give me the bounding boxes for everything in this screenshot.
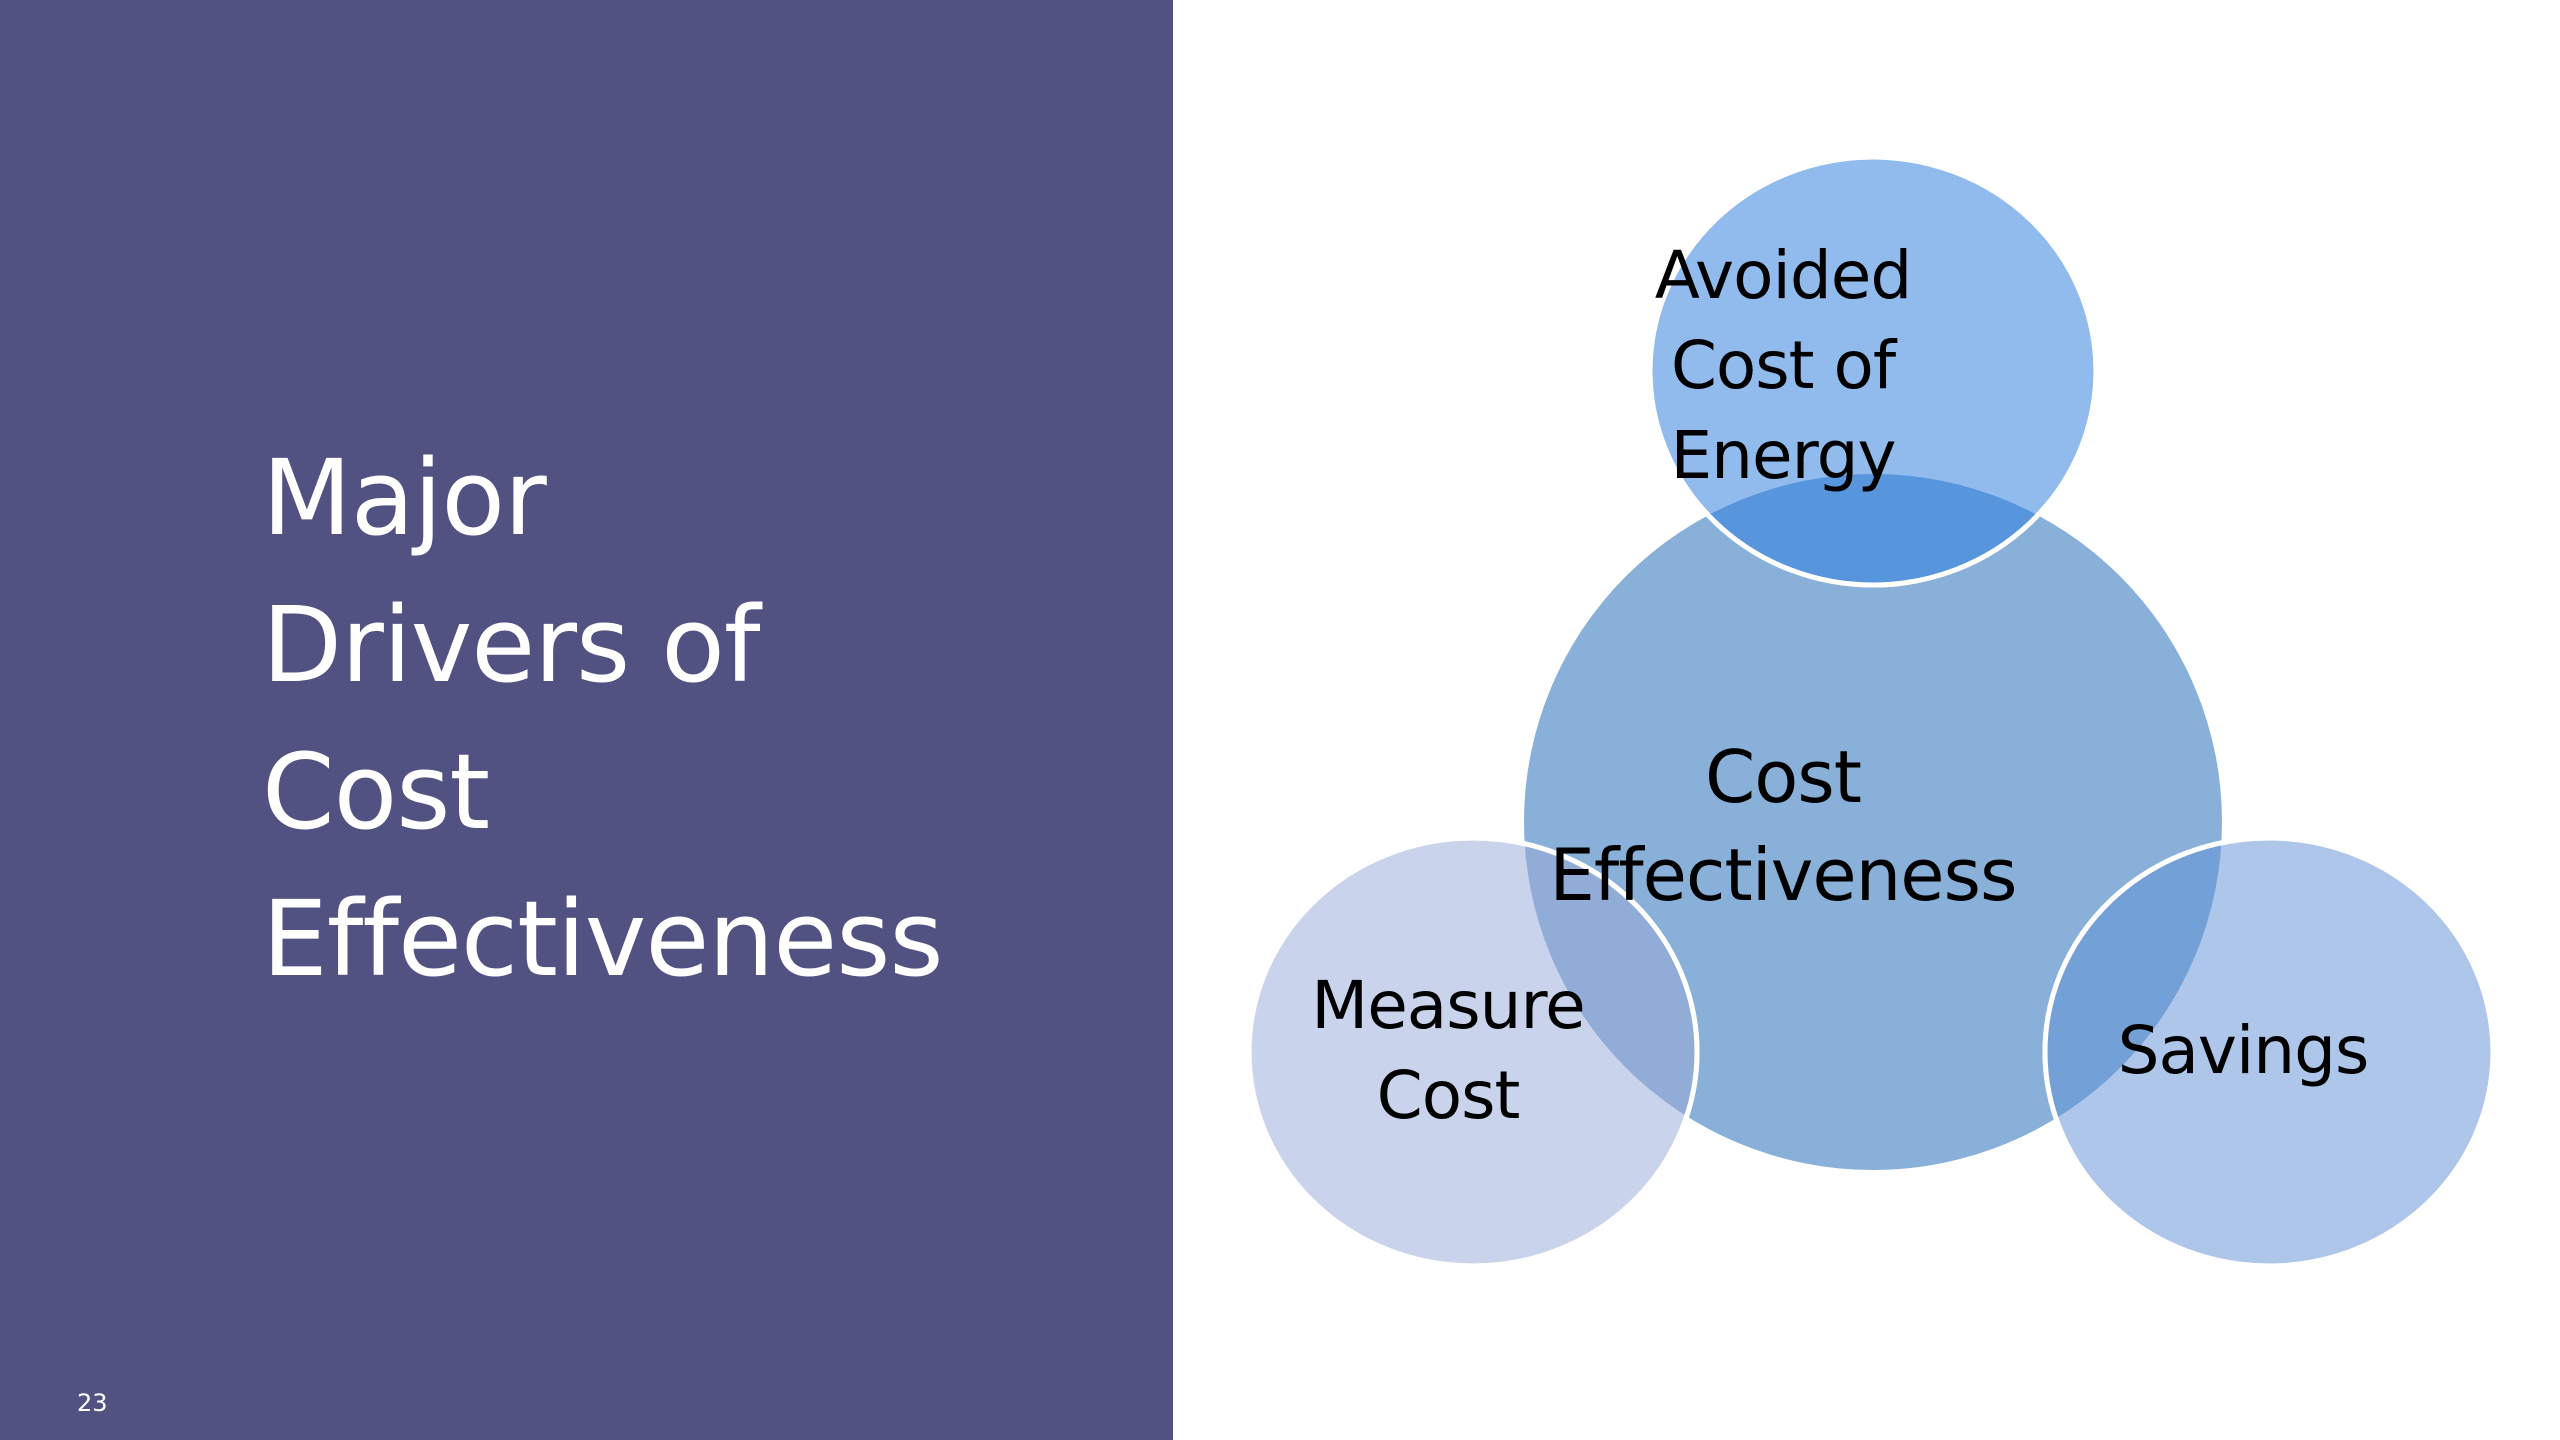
left-label-line: Measure — [1311, 967, 1586, 1044]
slide-title-line: Cost — [262, 731, 490, 853]
slide-title: Major Drivers of Cost Effectiveness — [262, 425, 1122, 1013]
center-label-line: Cost — [1704, 735, 1862, 819]
slide-title-line: Effectiveness — [262, 878, 944, 1000]
venn-diagram-graphic — [1246, 154, 2496, 1269]
center-label: Cost Effectiveness — [1523, 728, 2043, 924]
top-label-line: Energy — [1670, 417, 1896, 494]
center-label-line: Effectiveness — [1549, 833, 2017, 917]
left-label: Measure Cost — [1278, 961, 1618, 1141]
top-label-line: Avoided — [1654, 237, 1912, 314]
left-circle-outline — [1246, 835, 1700, 1269]
top-label-line: Cost of — [1670, 327, 1896, 404]
right-label: Savings — [2073, 1006, 2413, 1096]
slide-number: 23 — [77, 1389, 108, 1417]
top-label: Avoided Cost of Energy — [1613, 231, 1953, 501]
right-label-line: Savings — [2117, 1012, 2370, 1089]
slide-title-line: Drivers of — [262, 584, 761, 706]
left-label-line: Cost — [1376, 1057, 1521, 1134]
venn-diagram: Cost Effectiveness Avoided Cost of Energ… — [1173, 0, 2560, 1440]
center-circle — [1524, 474, 2222, 1170]
right-circle-outline — [2042, 835, 2496, 1269]
slide-title-line: Major — [262, 437, 547, 559]
top-circle-outline — [1647, 154, 2099, 588]
title-panel: Major Drivers of Cost Effectiveness 23 — [0, 0, 1173, 1440]
